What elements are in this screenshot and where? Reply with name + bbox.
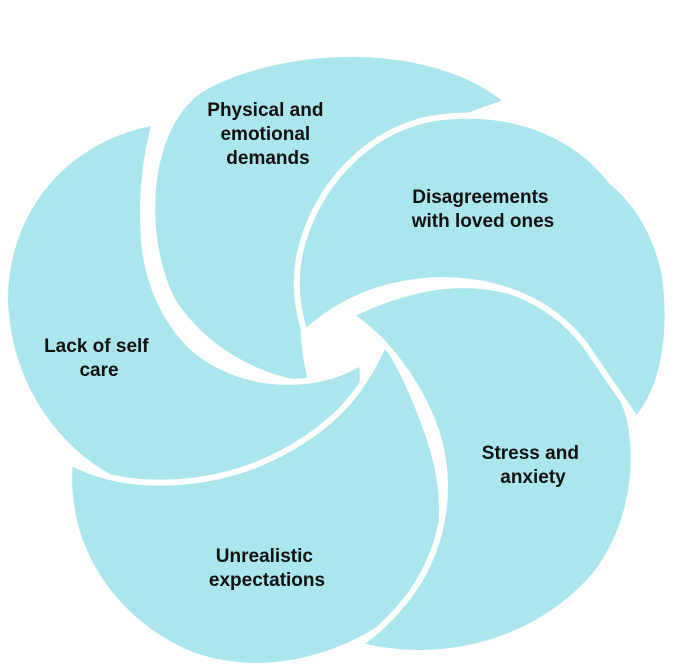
petals-group bbox=[2, 51, 671, 668]
label-line: care bbox=[79, 360, 118, 381]
label-line: Lack of self bbox=[44, 336, 149, 357]
petal-disagreements-with-loved-ones bbox=[293, 112, 671, 423]
petal-unrealistic-expectations bbox=[66, 339, 446, 668]
label-line: demands bbox=[226, 148, 309, 169]
labels-group: Lack of self care Unrealistic expectatio… bbox=[44, 100, 584, 591]
label-unrealistic-expectations: Unrealistic expectations bbox=[209, 546, 325, 591]
label-line: Unrealistic bbox=[216, 546, 314, 567]
label-lack-of-self-care: Lack of self care bbox=[44, 336, 154, 381]
label-stress-and-anxiety: Stress and anxiety bbox=[482, 443, 584, 488]
label-line: Disagreements bbox=[412, 187, 548, 208]
label-line: anxiety bbox=[500, 467, 566, 488]
label-line: Physical and bbox=[207, 100, 323, 121]
label-line: with loved ones bbox=[411, 211, 555, 232]
label-physical-and-emotional-demands: Physical and emotional demands bbox=[207, 100, 328, 169]
label-disagreements-with-loved-ones: Disagreements with loved ones bbox=[411, 187, 555, 232]
label-line: Stress and bbox=[482, 443, 579, 464]
label-line: emotional bbox=[220, 124, 310, 145]
label-line: expectations bbox=[209, 570, 325, 591]
